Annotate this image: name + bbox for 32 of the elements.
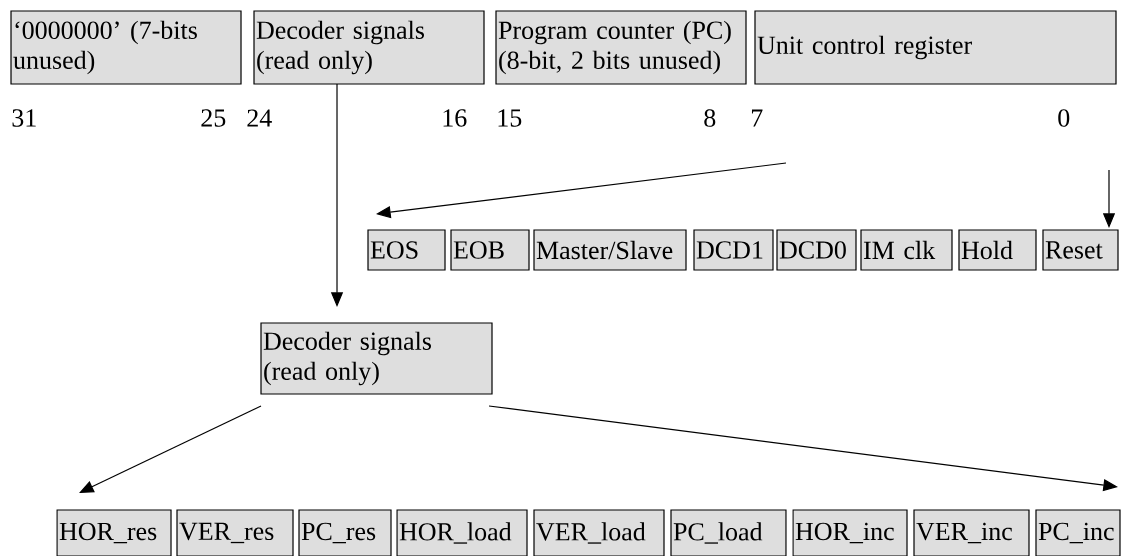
bit-number: 8 [704,109,716,127]
bit-number: 24 [247,109,272,127]
bit-box: Hold [958,229,1037,271]
bit-box: VER_res [176,509,294,556]
bit-number: 15 [498,109,522,127]
bit-number: 0 [1058,109,1070,127]
register-field-box: ‘0000000’ (7-bits unused) [10,10,242,85]
register-field-box: Program counter (PC) (8-bit, 2 bits unused) [495,10,747,85]
bit-box: VER_load [533,509,665,556]
arrow [376,162,787,219]
bit-box: HOR_res [56,509,172,556]
bit-number: 31 [12,109,36,127]
bit-box: HOR_load [396,509,528,556]
bit-box: DCD1 [693,229,774,271]
register-field-box: Unit control register [754,10,1117,85]
bit-box: PC_inc [1035,509,1121,556]
bit-box: PC_load [670,509,787,556]
bit-box: EOB [450,229,530,271]
bit-box: Master/Slave [533,229,687,271]
bit-box: Reset [1042,229,1119,271]
arrow [79,405,262,493]
bit-box: DCD0 [776,229,857,271]
bit-number: 16 [443,109,467,127]
register-field-box: Decoder signals (read only) [260,322,493,395]
bit-box: EOS [367,229,446,271]
bit-box: IM clk [860,229,953,271]
bit-number: 7 [752,109,763,127]
bit-box: PC_res [298,509,392,556]
bit-box: HOR_inc [792,509,908,556]
register-field-box: Decoder signals (read only) [253,10,485,85]
bit-number: 25 [201,109,226,127]
bit-box: VER_inc [913,509,1030,556]
